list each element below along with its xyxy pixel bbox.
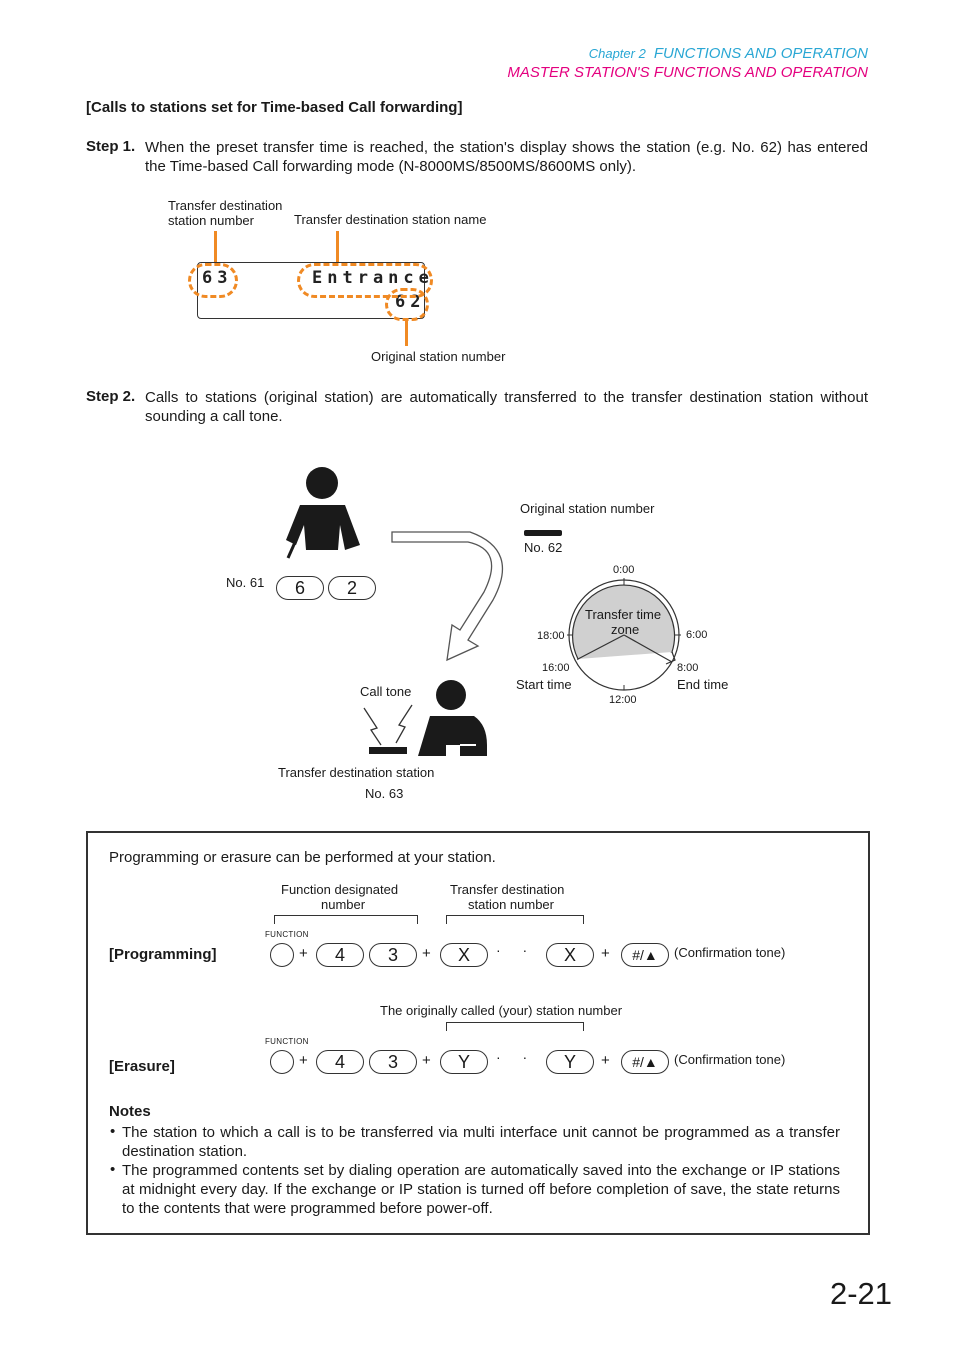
key-y-first: Y bbox=[440, 1050, 488, 1074]
key-4: 4 bbox=[316, 943, 364, 967]
zone-label-2: zone bbox=[611, 622, 640, 637]
dest-number-label-2: station number bbox=[168, 213, 254, 228]
start-time-label: Start time bbox=[516, 677, 572, 692]
clock-8: 8:00 bbox=[677, 662, 699, 674]
step2-text: Calls to stations (original station) are… bbox=[145, 389, 868, 425]
transfer-diagram bbox=[286, 467, 681, 756]
bracket-fn-label-2: number bbox=[321, 897, 366, 912]
step2-label: Step 2. bbox=[86, 388, 136, 405]
hash-key: #/▲ bbox=[621, 1050, 669, 1074]
clock-6: 6:00 bbox=[686, 629, 708, 641]
original-number-pointer bbox=[405, 318, 408, 346]
confirmation-tone-label: (Confirmation tone) bbox=[674, 945, 786, 960]
key-y-last: Y bbox=[546, 1050, 594, 1074]
note-bullet: • bbox=[110, 1123, 116, 1140]
erasure-label: [Erasure] bbox=[109, 1058, 175, 1075]
chapter-header: Chapter 2 FUNCTIONS AND OPERATION bbox=[589, 45, 868, 62]
section-header: MASTER STATION'S FUNCTIONS AND OPERATION bbox=[507, 64, 868, 81]
call-tone-icon bbox=[363, 704, 413, 746]
bracket-fn bbox=[274, 915, 418, 924]
end-time-label: End time bbox=[677, 677, 729, 692]
dest-station-number: No. 63 bbox=[365, 786, 404, 801]
plus-sign: + bbox=[601, 1052, 610, 1069]
dial-key-6: 6 bbox=[276, 576, 324, 600]
bracket-dest-label-2: station number bbox=[468, 897, 554, 912]
key-x-first: X bbox=[440, 943, 488, 967]
caller-station-number: No. 61 bbox=[226, 575, 265, 590]
bracket-dest bbox=[446, 915, 584, 924]
function-key bbox=[270, 1050, 294, 1074]
note-1: The station to which a call is to be tra… bbox=[122, 1124, 840, 1160]
section-title: [Calls to stations set for Time-based Ca… bbox=[86, 99, 463, 116]
bracket-orig-label: The originally called (your) station num… bbox=[380, 1003, 623, 1018]
original-station-number: No. 62 bbox=[524, 540, 563, 555]
function-key bbox=[270, 943, 294, 967]
plus-sign: + bbox=[601, 945, 610, 962]
bracket-dest-label-1: Transfer destination bbox=[450, 882, 565, 897]
function-key-label: FUNCTION bbox=[265, 930, 309, 939]
notes-title: Notes bbox=[109, 1103, 151, 1120]
key-3: 3 bbox=[369, 1050, 417, 1074]
programming-label: [Programming] bbox=[109, 946, 217, 963]
chapter-number: Chapter 2 bbox=[588, 46, 646, 61]
dest-person-icon bbox=[418, 680, 487, 756]
ellipsis: · · · bbox=[496, 942, 563, 958]
transfer-time-clock bbox=[567, 578, 681, 691]
page-number: 2-21 bbox=[829, 1276, 892, 1311]
clock-12: 12:00 bbox=[609, 694, 637, 706]
dest-number-highlight bbox=[188, 263, 238, 298]
transfer-arrow bbox=[391, 531, 503, 662]
programming-box bbox=[86, 831, 870, 1235]
box-intro: Programming or erasure can be performed … bbox=[109, 849, 496, 866]
chapter-title: FUNCTIONS AND OPERATION bbox=[653, 45, 868, 62]
dest-name-highlight bbox=[297, 263, 433, 298]
plus-sign: + bbox=[422, 945, 431, 962]
key-3: 3 bbox=[369, 943, 417, 967]
dest-name-label: Transfer destination station name bbox=[294, 212, 487, 227]
dest-name-pointer bbox=[336, 231, 339, 263]
step1-label: Step 1. bbox=[86, 138, 136, 155]
original-number-highlight bbox=[385, 288, 429, 321]
note-2: The programmed contents set by dialing o… bbox=[122, 1162, 840, 1217]
original-number-label: Original station number bbox=[371, 349, 506, 364]
clock-18: 18:00 bbox=[537, 630, 565, 642]
note-bullet: • bbox=[110, 1161, 116, 1178]
bracket-fn-label-1: Function designated bbox=[281, 882, 399, 897]
clock-16: 16:00 bbox=[542, 662, 570, 674]
bracket-orig bbox=[446, 1022, 584, 1031]
dial-key-2: 2 bbox=[328, 576, 376, 600]
zone-label-1: Transfer time bbox=[585, 607, 662, 622]
plus-sign: + bbox=[422, 1052, 431, 1069]
key-x-last: X bbox=[546, 943, 594, 967]
clock-0: 0:00 bbox=[613, 564, 635, 576]
function-key-label: FUNCTION bbox=[265, 1037, 309, 1046]
key-4: 4 bbox=[316, 1050, 364, 1074]
original-station-label: Original station number bbox=[520, 501, 655, 516]
lcd-dest-name: Entrance bbox=[312, 268, 434, 288]
original-station-icon bbox=[524, 530, 562, 536]
dest-station-label: Transfer destination station bbox=[278, 765, 435, 780]
caller-person-icon bbox=[286, 467, 360, 559]
confirmation-tone-label: (Confirmation tone) bbox=[674, 1052, 786, 1067]
dest-number-pointer bbox=[214, 231, 217, 263]
hash-key: #/▲ bbox=[621, 943, 669, 967]
plus-sign: + bbox=[299, 945, 308, 962]
call-tone-label: Call tone bbox=[360, 684, 412, 699]
ellipsis: · · · bbox=[496, 1049, 563, 1065]
plus-sign: + bbox=[299, 1052, 308, 1069]
step1-text: When the preset transfer time is reached… bbox=[145, 139, 868, 175]
dest-number-label-1: Transfer destination bbox=[168, 198, 283, 213]
